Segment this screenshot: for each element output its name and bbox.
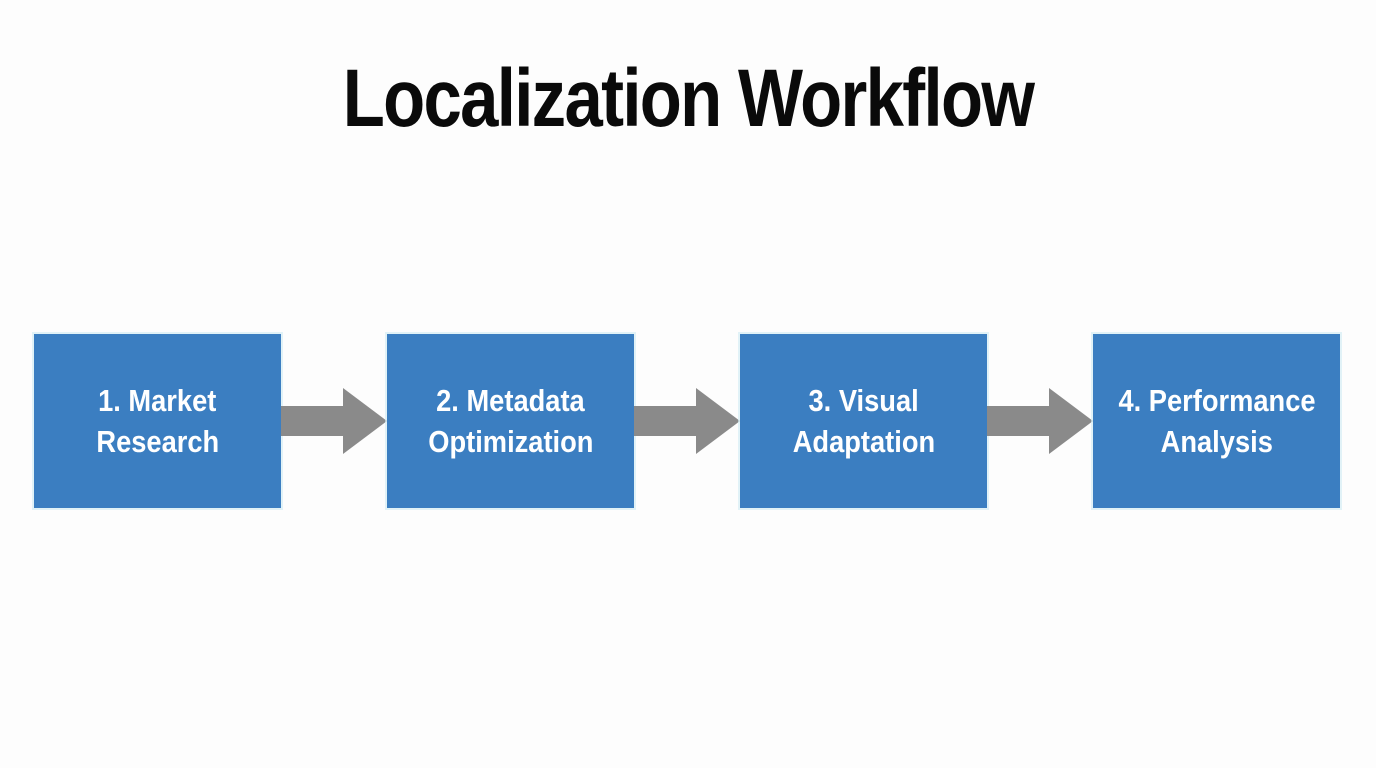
arrow-head bbox=[696, 388, 740, 454]
page-title: Localization Workflow bbox=[342, 53, 1035, 144]
right-arrow-icon bbox=[281, 334, 387, 508]
step-box-metadata-optimization: 2. Metadata Optimization bbox=[387, 334, 634, 508]
right-arrow-icon bbox=[634, 334, 740, 508]
right-arrow-icon bbox=[987, 334, 1093, 508]
step-box-visual-adaptation: 3. Visual Adaptation bbox=[740, 334, 987, 508]
arrow-head bbox=[343, 388, 387, 454]
arrow-shaft bbox=[634, 406, 696, 436]
step-box-performance-analysis: 4. Performance Analysis bbox=[1093, 334, 1340, 508]
step-label-line: 2. Metadata bbox=[436, 383, 585, 418]
workflow-row: 1. Market Research 2. Metadata Optimizat… bbox=[34, 334, 1340, 508]
step-label-line: Research bbox=[96, 424, 219, 459]
step-label-line: 4. Performance bbox=[1117, 383, 1316, 418]
step-label-line: Adaptation bbox=[792, 424, 935, 459]
arrow-shaft bbox=[987, 406, 1049, 436]
step-label-line: Optimization bbox=[427, 424, 594, 459]
step-label-line: Analysis bbox=[1160, 424, 1273, 459]
step-label-line: 3. Visual bbox=[808, 383, 919, 418]
arrow-shaft bbox=[281, 406, 343, 436]
arrow-head bbox=[1049, 388, 1093, 454]
step-box-market-research: 1. Market Research bbox=[34, 334, 281, 508]
step-label-line: 1. Market bbox=[98, 383, 217, 418]
